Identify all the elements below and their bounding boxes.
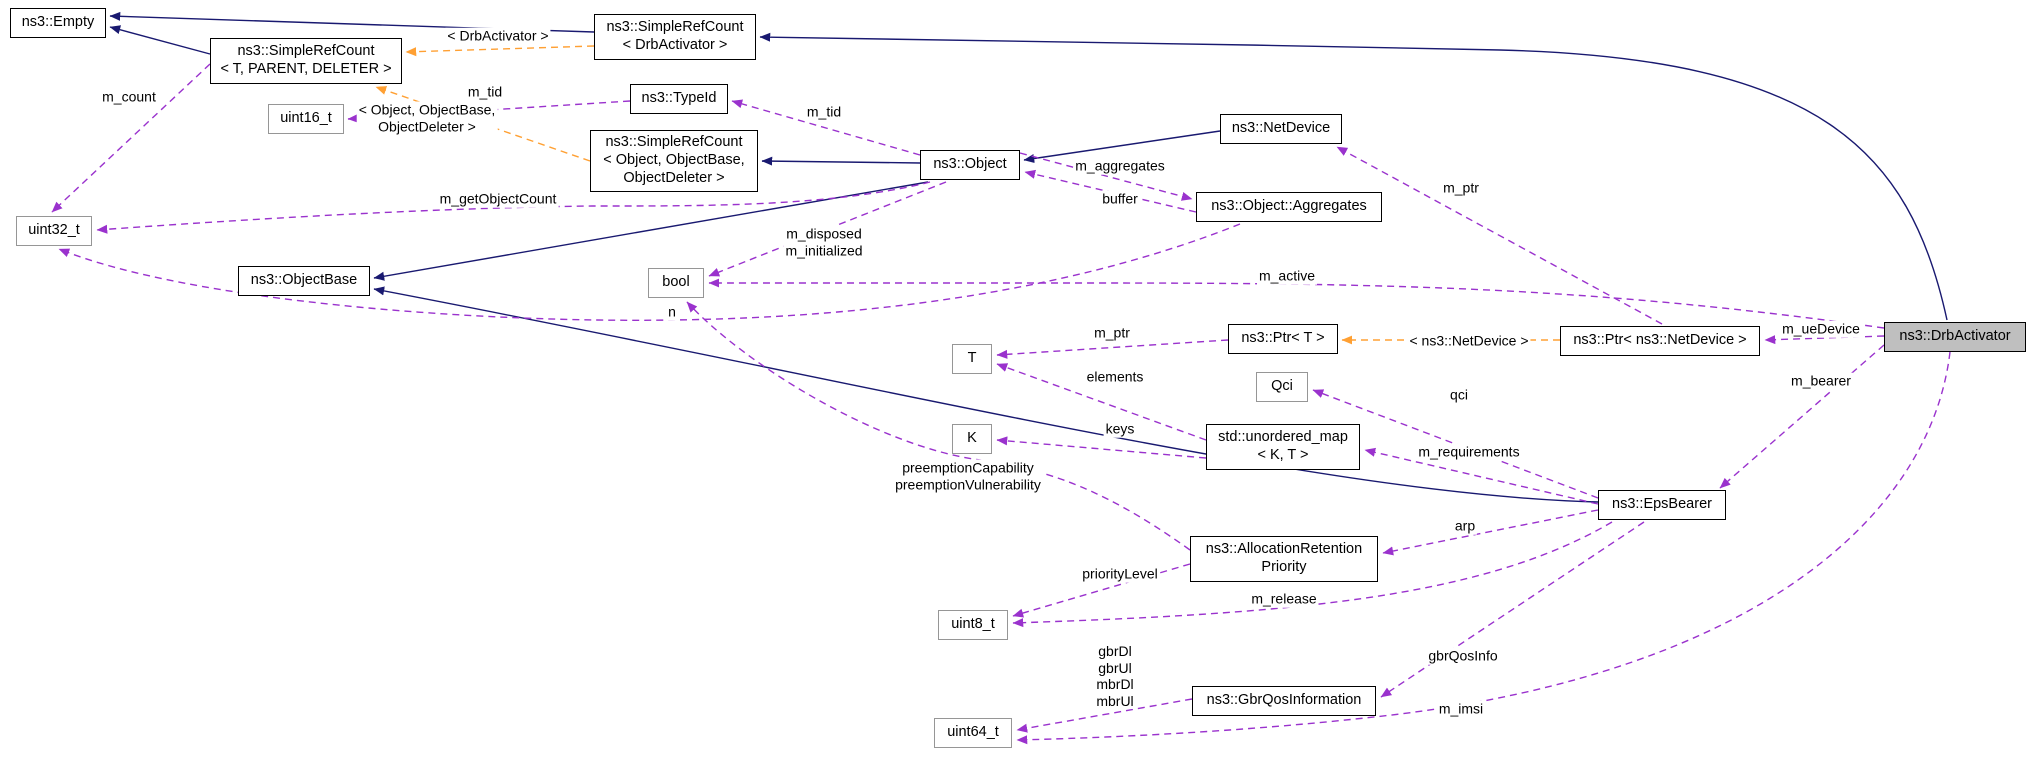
edge-qci-edge xyxy=(1312,389,1599,499)
edge-m-bearer xyxy=(1719,344,1885,489)
node-netdevice[interactable]: ns3::NetDevice xyxy=(1220,114,1342,144)
edge-label-aggregates-n: n xyxy=(666,303,678,321)
edge-m-release xyxy=(1012,521,1613,628)
edge-netdevice-to-object xyxy=(1023,130,1221,163)
edge-label-gbrqosinfo: gbrQosInfo xyxy=(1426,647,1500,665)
edge-label-qci-edge: qci xyxy=(1448,386,1470,404)
edge-label-gbr-values: gbrDl gbrUl mbrDl mbrUl xyxy=(1094,642,1136,710)
edge-m-getobjectcount xyxy=(96,181,931,234)
edge-label-m-getobjectcount: m_getObjectCount xyxy=(437,190,559,208)
edge-label-src-obj-template: < Object, ObjectBase, ObjectDeleter > xyxy=(356,101,498,135)
node-src_tpd[interactable]: ns3::SimpleRefCount < T, PARENT, DELETER… xyxy=(210,38,402,84)
edge-object-to-src-obj xyxy=(761,156,921,166)
edge-label-m-active: m_active xyxy=(1256,267,1318,285)
edge-src-tpd-to-empty xyxy=(109,25,211,55)
edge-label-m-count: m_count xyxy=(100,88,158,106)
edge-label-m-imsi: m_imsi xyxy=(1436,700,1486,718)
edge-label-m-release: m_release xyxy=(1249,590,1319,608)
edge-label-src-drb-template: < DrbActivator > xyxy=(445,27,551,45)
node-bool: bool xyxy=(648,268,704,298)
edge-label-m-bearer: m_bearer xyxy=(1789,372,1853,390)
edge-label-preemption: preemptionCapability preemptionVulnerabi… xyxy=(893,459,1043,493)
edge-src-drb-template xyxy=(405,45,595,57)
node-src_drb[interactable]: ns3::SimpleRefCount < DrbActivator > xyxy=(594,14,756,60)
edge-epsbearer-to-objectbase xyxy=(373,286,1599,503)
edge-preemption xyxy=(686,301,1191,551)
edge-elements xyxy=(996,363,1207,441)
edge-ptr-nd-m-ptr xyxy=(1336,146,1663,325)
edge-label-elements: elements xyxy=(1084,368,1146,386)
edge-m-active xyxy=(708,278,1885,329)
node-objectbase[interactable]: ns3::ObjectBase xyxy=(238,266,370,296)
edge-gbr-values xyxy=(1016,698,1193,733)
edge-label-m-disposed-m-initialized: m_disposed m_initialized xyxy=(783,225,865,259)
node-typeid[interactable]: ns3::TypeId xyxy=(630,84,728,114)
edge-label-object-m-tid: m_tid xyxy=(804,103,844,121)
edge-object-m-tid xyxy=(731,99,921,156)
node-uint8: uint8_t xyxy=(938,610,1008,640)
node-qci: Qci xyxy=(1256,372,1308,402)
node-k: K xyxy=(952,424,992,454)
node-arp[interactable]: ns3::AllocationRetention Priority xyxy=(1190,536,1378,582)
node-uint16: uint16_t xyxy=(268,104,344,134)
edge-label-typeid-m-tid: m_tid xyxy=(465,83,505,101)
node-uint64: uint64_t xyxy=(934,718,1012,748)
node-t: T xyxy=(952,344,992,374)
node-empty[interactable]: ns3::Empty xyxy=(10,8,106,38)
edge-m-count xyxy=(51,63,211,213)
edge-keys xyxy=(996,436,1207,459)
node-uint32: uint32_t xyxy=(16,216,92,246)
edge-label-m-requirements: m_requirements xyxy=(1416,443,1522,461)
edge-label-ptr-nd-m-ptr: m_ptr xyxy=(1441,179,1481,197)
edge-m-disposed-m-initialized xyxy=(708,181,947,277)
edge-drb-to-src-drb xyxy=(759,32,1948,321)
edge-label-keys: keys xyxy=(1103,420,1137,438)
node-ptr_t[interactable]: ns3::Ptr< T > xyxy=(1228,324,1338,354)
edge-label-arp-edge: arp xyxy=(1452,517,1478,535)
edge-label-ptr-nd-template: < ns3::NetDevice > xyxy=(1407,332,1531,350)
edge-label-ptr-m-ptr: m_ptr xyxy=(1092,324,1132,342)
node-object[interactable]: ns3::Object xyxy=(920,150,1020,180)
node-aggregates[interactable]: ns3::Object::Aggregates xyxy=(1196,192,1382,222)
edge-object-to-objectbase xyxy=(373,181,929,281)
edge-prioritylevel xyxy=(1012,563,1191,618)
edge-arp-edge xyxy=(1382,509,1599,556)
node-umap[interactable]: std::unordered_map < K, T > xyxy=(1206,424,1360,470)
edge-label-m-aggregates: m_aggregates xyxy=(1073,157,1167,175)
edge-m-requirements xyxy=(1364,447,1599,505)
node-src_obj[interactable]: ns3::SimpleRefCount < Object, ObjectBase… xyxy=(590,130,758,192)
edge-m-uedevice xyxy=(1764,335,1885,345)
edge-m-aggregates xyxy=(1019,152,1193,201)
edge-label-prioritylevel: priorityLevel xyxy=(1080,565,1160,583)
node-drb[interactable]: ns3::DrbActivator xyxy=(1884,322,2026,352)
edge-gbrqosinfo xyxy=(1380,521,1645,698)
edge-ptr-m-ptr xyxy=(996,339,1229,359)
edge-label-m-uedevice: m_ueDevice xyxy=(1780,320,1862,338)
node-ptr_nd[interactable]: ns3::Ptr< ns3::NetDevice > xyxy=(1560,326,1760,356)
node-gbrqos[interactable]: ns3::GbrQosInformation xyxy=(1192,686,1376,716)
node-epsbearer[interactable]: ns3::EpsBearer xyxy=(1598,490,1726,520)
edge-label-buffer: buffer xyxy=(1100,190,1140,208)
